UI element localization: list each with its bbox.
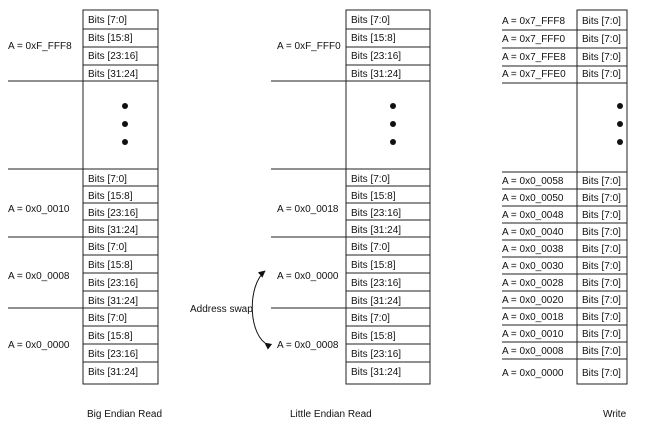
address-label: A = 0x0_0058: [502, 176, 564, 187]
bits-label: Bits [7:0]: [582, 329, 621, 340]
address-label: A = 0xF_FFF0: [277, 41, 341, 52]
little-endian-column-frame: [345, 9, 431, 385]
bits-label: Bits [31:24]: [351, 69, 401, 80]
address-label: A = 0x7_FFF0: [502, 34, 566, 45]
ellipsis-dot: [617, 103, 623, 109]
ellipsis-dot: [390, 121, 396, 127]
bits-label: Bits [23:16]: [88, 51, 138, 62]
address-label: A = 0x0_0050: [502, 193, 564, 204]
address-label: A = 0x0_0040: [502, 227, 564, 238]
bits-label: Bits [15:8]: [88, 260, 133, 271]
bits-label: Bits [7:0]: [582, 227, 621, 238]
address-label: A = 0x0_0048: [502, 210, 564, 221]
bits-label: Bits [23:16]: [351, 51, 401, 62]
bits-label: Bits [23:16]: [88, 278, 138, 289]
bits-label: Bits [23:16]: [88, 208, 138, 219]
address-label: A = 0x0_0018: [502, 312, 564, 323]
bits-label: Bits [31:24]: [351, 367, 401, 378]
address-swap-label: Address swap: [190, 304, 253, 315]
bits-label: Bits [15:8]: [351, 33, 396, 44]
address-label: A = 0x0_0000: [277, 271, 339, 282]
bits-label: Bits [7:0]: [351, 242, 390, 253]
big-endian-panel: Bits [7:0] Bits [15:8] Bits [23:16] Bits…: [8, 9, 162, 420]
ellipsis-dot: [390, 103, 396, 109]
big-endian-column-frame: [82, 9, 159, 385]
bits-label: Bits [7:0]: [582, 210, 621, 221]
bits-label: Bits [31:24]: [88, 69, 138, 80]
address-label: A = 0x0_0018: [277, 204, 339, 215]
address-swap-arrow-icon: [251, 270, 273, 350]
bits-label: Bits [7:0]: [351, 174, 390, 185]
bits-label: Bits [7:0]: [582, 295, 621, 306]
write-caption: Write: [603, 409, 627, 420]
bits-label: Bits [7:0]: [582, 312, 621, 323]
bits-label: Bits [7:0]: [88, 313, 127, 324]
bits-label: Bits [31:24]: [88, 225, 138, 236]
address-label: A = 0x0_0028: [502, 278, 564, 289]
bits-label: Bits [7:0]: [88, 242, 127, 253]
address-label: A = 0x0_0010: [8, 204, 70, 215]
address-label: A = 0x0_0008: [502, 346, 564, 357]
big-endian-caption: Big Endian Read: [87, 409, 162, 420]
ellipsis-dot: [617, 121, 623, 127]
address-label: A = 0x0_0008: [277, 340, 339, 351]
address-label: A = 0x0_0000: [502, 368, 564, 379]
bits-label: Bits [7:0]: [582, 16, 621, 27]
bits-label: Bits [31:24]: [88, 296, 138, 307]
address-label: A = 0x0_0008: [8, 271, 70, 282]
bits-label: Bits [7:0]: [582, 176, 621, 187]
bits-label: Bits [7:0]: [582, 368, 621, 379]
address-label: A = 0x7_FFF8: [502, 16, 566, 27]
bits-label: Bits [23:16]: [351, 208, 401, 219]
bits-label: Bits [15:8]: [88, 331, 133, 342]
bits-label: Bits [15:8]: [351, 260, 396, 271]
ellipsis-dot: [122, 139, 128, 145]
bits-label: Bits [7:0]: [582, 34, 621, 45]
address-label: A = 0xF_FFF8: [8, 41, 72, 52]
bits-label: Bits [7:0]: [88, 174, 127, 185]
bits-label: Bits [23:16]: [351, 278, 401, 289]
little-endian-caption: Little Endian Read: [290, 409, 372, 420]
bits-label: Bits [7:0]: [582, 69, 621, 80]
address-label: A = 0x0_0030: [502, 261, 564, 272]
little-endian-panel: Bits [7:0] Bits [15:8] Bits [23:16] Bits…: [190, 9, 431, 420]
write-panel: A = 0x7_FFF8 Bits [7:0] A = 0x7_FFF0 Bit…: [502, 9, 628, 420]
address-label: A = 0x7_FFE0: [502, 69, 566, 80]
bits-label: Bits [7:0]: [582, 244, 621, 255]
bits-label: Bits [15:8]: [351, 331, 396, 342]
bits-label: Bits [7:0]: [582, 52, 621, 63]
address-label: A = 0x7_FFE8: [502, 52, 566, 63]
address-label: A = 0x0_0038: [502, 244, 564, 255]
ellipsis-dot: [122, 121, 128, 127]
bits-label: Bits [23:16]: [88, 349, 138, 360]
bits-label: Bits [7:0]: [582, 278, 621, 289]
bits-label: Bits [15:8]: [88, 33, 133, 44]
bits-label: Bits [23:16]: [351, 349, 401, 360]
write-column-frame: [576, 9, 628, 385]
bits-label: Bits [7:0]: [582, 193, 621, 204]
bits-label: Bits [15:8]: [351, 191, 396, 202]
bits-label: Bits [7:0]: [582, 261, 621, 272]
address-label: A = 0x0_0020: [502, 295, 564, 306]
ellipsis-dot: [390, 139, 396, 145]
ellipsis-dot: [617, 139, 623, 145]
bits-label: Bits [7:0]: [88, 15, 127, 26]
address-label: A = 0x0_0010: [502, 329, 564, 340]
bits-label: Bits [15:8]: [88, 191, 133, 202]
bits-label: Bits [7:0]: [582, 346, 621, 357]
ellipsis-dot: [122, 103, 128, 109]
bits-label: Bits [31:24]: [351, 296, 401, 307]
bits-label: Bits [31:24]: [351, 225, 401, 236]
bits-label: Bits [7:0]: [351, 15, 390, 26]
address-label: A = 0x0_0000: [8, 340, 70, 351]
bits-label: Bits [7:0]: [351, 313, 390, 324]
bits-label: Bits [31:24]: [88, 367, 138, 378]
